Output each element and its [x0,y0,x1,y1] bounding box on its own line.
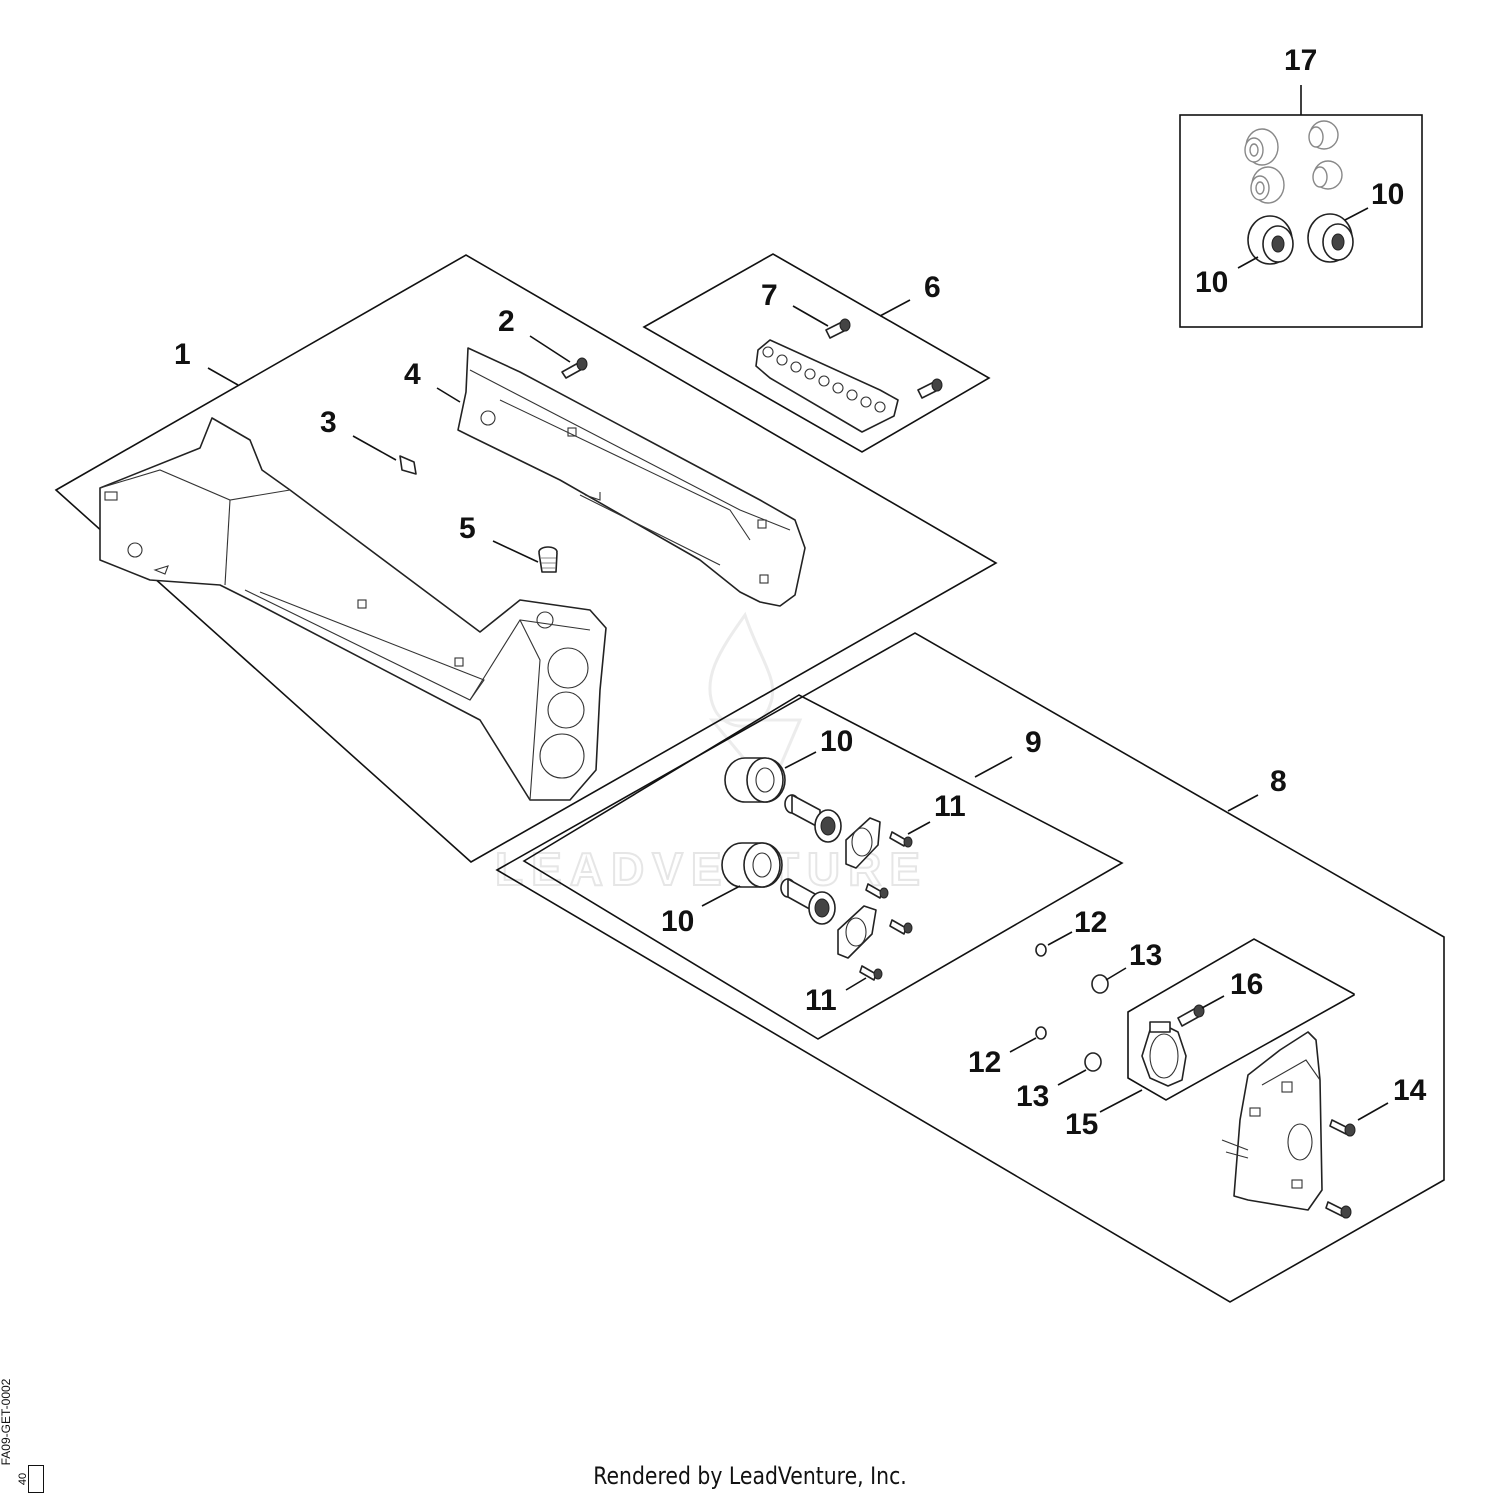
group-frame-6 [642,253,991,453]
clamp-15 [1141,1021,1187,1087]
callout-16: 16 [1230,968,1263,1001]
handle-cover-14 [1221,1031,1323,1211]
callout-4: 4 [404,358,421,391]
document-box-label: 40 [17,1472,29,1486]
callout-10-kit-left: 10 [1195,266,1228,299]
screw-7b [917,378,943,399]
kit-bearings [1247,213,1354,265]
main-housing [99,417,607,801]
screws-11 [859,831,913,981]
gasket-upper [845,817,881,869]
bearing-10-upper [724,757,786,803]
document-box: 40 [17,1465,44,1493]
callout-9: 9 [1025,726,1042,759]
callout-3: 3 [320,406,337,439]
gear-shaft-lower [780,878,836,925]
bracket-6 [755,339,899,433]
bearing-10-lower [721,842,783,888]
group-frame-8 [495,632,1445,1303]
callout-2: 2 [498,305,515,338]
insert-5 [538,546,558,573]
callout-11-upper: 11 [934,790,966,823]
callout-17: 17 [1284,44,1317,77]
callout-13-lower: 13 [1016,1080,1049,1113]
callout-15: 15 [1065,1108,1098,1141]
callout-5: 5 [459,512,476,545]
group-frame-1 [54,254,998,863]
callout-8: 8 [1270,765,1287,798]
footer-credit: Rendered by LeadVenture, Inc. [593,1462,907,1490]
nuts-12 [1035,943,1047,1040]
callout-10-upper: 10 [820,725,853,758]
callout-10-kit-right: 10 [1371,178,1404,211]
bushings-13 [1084,974,1109,1072]
screw-7 [825,318,851,339]
cover-shell [457,347,806,607]
screws-14 [1325,1119,1356,1219]
callout-11-lower: 11 [805,984,837,1017]
gasket-lower [837,905,877,959]
callout-13-upper: 13 [1129,939,1162,972]
group-frame-15 [1127,938,1355,1101]
callout-1: 1 [174,338,191,371]
kit-bushings [1244,120,1343,204]
screw-16 [1177,1004,1205,1027]
callout-6: 6 [924,271,941,304]
gear-shaft-upper [784,794,842,843]
callout-12-upper: 12 [1074,906,1107,939]
screw-2 [561,357,588,379]
callout-10-lower: 10 [661,905,694,938]
callout-7: 7 [761,279,778,312]
clip-nut-3 [399,455,417,475]
document-id: FA09-GET-0002 [0,1378,13,1466]
callout-14: 14 [1393,1074,1427,1107]
callout-12-lower: 12 [968,1046,1001,1079]
group-frame-9 [522,694,1124,1040]
